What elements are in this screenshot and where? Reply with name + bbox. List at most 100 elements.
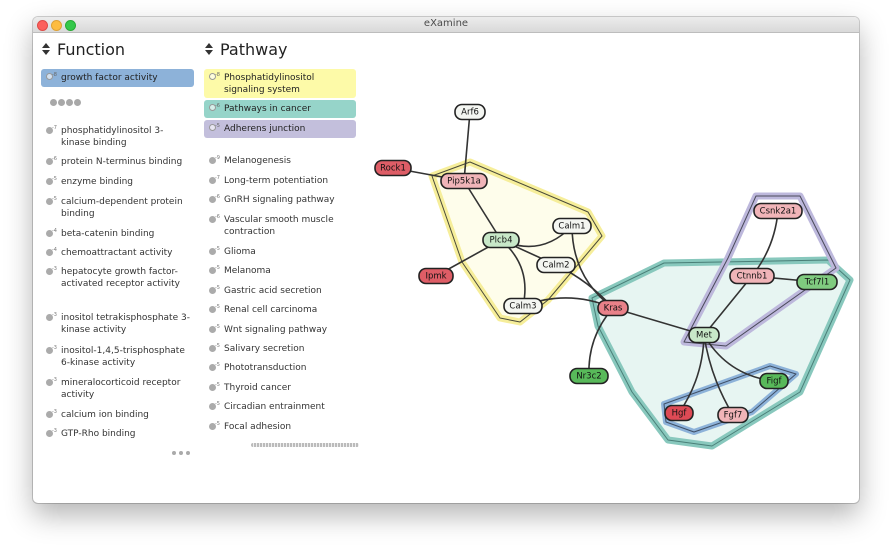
network-node-calm1[interactable]: Calm1	[552, 217, 592, 235]
selection-dot-icon[interactable]	[209, 73, 216, 80]
item-label: Wnt signaling pathway	[224, 325, 328, 335]
minimize-window-button[interactable]	[51, 20, 62, 31]
network-node-csnk2a1[interactable]: Csnk2a1	[753, 202, 803, 220]
score-exponent: -8	[215, 72, 220, 78]
selection-dot-icon[interactable]	[46, 73, 53, 80]
score-exponent: -3	[52, 377, 57, 383]
selection-dot-icon[interactable]	[209, 124, 216, 131]
function-header[interactable]: Function	[41, 38, 125, 60]
item-label: GnRH signaling pathway	[224, 195, 335, 205]
network-node-plcb4[interactable]: Plcb4	[482, 231, 520, 249]
node-label: Plcb4	[490, 236, 513, 246]
close-window-button[interactable]	[37, 20, 48, 31]
network-node-calm3[interactable]: Calm3	[503, 297, 543, 315]
node-label: Rock1	[380, 164, 406, 174]
network-node-rock1[interactable]: Rock1	[374, 159, 412, 177]
score-dot-icon	[46, 411, 53, 418]
selection-dot-icon[interactable]	[209, 104, 216, 111]
node-shape	[482, 231, 520, 249]
score-exponent: -5	[215, 382, 220, 388]
score-dot-icon	[46, 249, 53, 256]
pathway-contour-outline	[591, 259, 851, 447]
pathway-item[interactable]: -5 Wnt signaling pathway	[204, 324, 354, 336]
node-label: Ipmk	[425, 272, 446, 282]
network-node-fgf7[interactable]: Fgf7	[717, 406, 749, 424]
network-node-figf[interactable]: Figf	[759, 372, 789, 390]
node-label: Arf6	[461, 108, 479, 118]
score-dot-icon	[209, 196, 216, 203]
node-shape	[796, 273, 838, 291]
network-node-hgf[interactable]: Hgf	[664, 404, 694, 422]
item-label: beta-catenin binding	[61, 229, 155, 239]
score-dot-icon	[46, 379, 53, 386]
score-exponent: -4	[52, 247, 57, 253]
network-view[interactable]: Arf6Rock1Pip5k1aCalm1Plcb4Calm2IpmkCalm3…	[33, 32, 859, 503]
score-exponent: -6	[52, 156, 57, 162]
horizontal-scrollbar[interactable]	[251, 443, 359, 447]
network-node-tcf7l1[interactable]: Tcf7l1	[796, 273, 838, 291]
item-label: Gastric acid secretion	[224, 286, 322, 296]
network-node-calm2[interactable]: Calm2	[536, 256, 576, 274]
network-node-met[interactable]: Met	[688, 326, 720, 344]
node-shape	[688, 326, 720, 344]
node-shape	[569, 367, 609, 385]
score-dot-icon	[209, 403, 216, 410]
function-contour-outline	[663, 365, 797, 433]
item-label: Circadian entrainment	[224, 402, 325, 412]
score-exponent: -3	[52, 312, 57, 318]
pathway-contour-outline	[683, 195, 837, 347]
item-label: growth factor activity	[61, 73, 158, 83]
score-dot-icon	[209, 287, 216, 294]
sort-icon[interactable]	[41, 42, 51, 56]
sort-icon[interactable]	[204, 42, 214, 56]
collapsed-items-indicator[interactable]	[50, 99, 81, 106]
score-exponent: -5	[215, 324, 220, 330]
network-node-ctnnb1[interactable]: Ctnnb1	[729, 267, 775, 285]
item-label: calcium ion binding	[61, 410, 149, 420]
score-exponent: -5	[215, 343, 220, 349]
node-shape	[454, 103, 486, 121]
item-label: Renal cell carcinoma	[224, 305, 318, 315]
node-shape	[418, 267, 454, 285]
network-node-nr3c2[interactable]: Nr3c2	[569, 367, 609, 385]
more-items-icon[interactable]	[172, 451, 190, 455]
score-dot-icon	[209, 384, 216, 391]
item-label: Phototransduction	[224, 363, 307, 373]
network-node-arf6[interactable]: Arf6	[454, 103, 486, 121]
maximize-window-button[interactable]	[65, 20, 76, 31]
network-node-kras[interactable]: Kras	[597, 299, 629, 317]
pathway-header[interactable]: Pathway	[204, 38, 288, 60]
network-node-pip5k1a[interactable]: Pip5k1a	[440, 172, 488, 190]
score-dot-icon	[209, 364, 216, 371]
network-node-ipmk[interactable]: Ipmk	[418, 267, 454, 285]
